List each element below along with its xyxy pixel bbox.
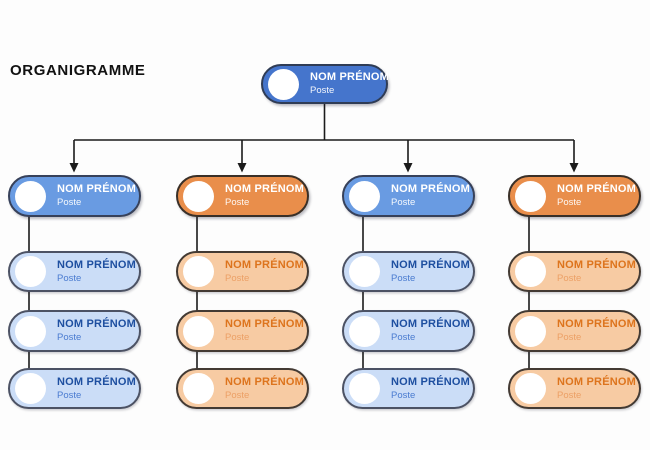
org-node-c4-sub3[interactable]: NOM PRÉNOM Poste: [508, 368, 641, 409]
avatar: [515, 373, 546, 404]
node-name: NOM PRÉNOM: [57, 375, 136, 388]
org-node-c1-sub1[interactable]: NOM PRÉNOM Poste: [8, 251, 141, 292]
avatar: [349, 180, 380, 212]
avatar: [183, 180, 214, 212]
avatar: [515, 315, 546, 347]
org-node-c1-sub2[interactable]: NOM PRÉNOM Poste: [8, 310, 141, 352]
node-name: NOM PRÉNOM: [310, 71, 389, 84]
avatar: [15, 315, 46, 347]
node-role: Poste: [391, 272, 416, 284]
arrowhead-down-icon: [237, 163, 247, 173]
org-node-root[interactable]: NOM PRÉNOM Poste: [261, 64, 389, 104]
node-role: Poste: [57, 332, 82, 344]
org-node-c2-sub3[interactable]: NOM PRÉNOM Poste: [176, 368, 309, 409]
avatar: [183, 256, 214, 287]
node-role: Poste: [310, 85, 335, 97]
node-role: Poste: [225, 272, 250, 284]
org-node-c4-sub1[interactable]: NOM PRÉNOM Poste: [508, 251, 641, 292]
avatar: [15, 180, 46, 212]
node-name: NOM PRÉNOM: [557, 318, 636, 331]
node-role: Poste: [557, 272, 582, 284]
avatar: [268, 68, 299, 100]
org-node-c2-sub2[interactable]: NOM PRÉNOM Poste: [176, 310, 309, 352]
node-role: Poste: [57, 272, 82, 284]
org-node-c2-header[interactable]: NOM PRÉNOM Poste: [176, 175, 309, 217]
node-role: Poste: [391, 332, 416, 344]
node-name: NOM PRÉNOM: [391, 318, 470, 331]
page-title: ORGANIGRAMME: [10, 62, 146, 79]
arrowhead-down-icon: [69, 163, 79, 173]
avatar: [515, 256, 546, 287]
avatar: [349, 373, 380, 404]
arrowhead-down-icon: [403, 163, 413, 173]
avatar: [15, 256, 46, 287]
org-node-c3-sub2[interactable]: NOM PRÉNOM Poste: [342, 310, 475, 352]
node-name: NOM PRÉNOM: [57, 258, 136, 271]
node-name: NOM PRÉNOM: [557, 183, 636, 196]
node-name: NOM PRÉNOM: [391, 183, 470, 196]
node-role: Poste: [225, 389, 250, 401]
avatar: [183, 315, 214, 347]
org-node-c4-sub2[interactable]: NOM PRÉNOM Poste: [508, 310, 641, 352]
node-name: NOM PRÉNOM: [557, 258, 636, 271]
node-role: Poste: [557, 332, 582, 344]
org-node-c3-sub1[interactable]: NOM PRÉNOM Poste: [342, 251, 475, 292]
node-name: NOM PRÉNOM: [225, 318, 304, 331]
node-role: Poste: [225, 332, 250, 344]
avatar: [515, 180, 546, 212]
node-role: Poste: [225, 197, 250, 209]
node-name: NOM PRÉNOM: [225, 258, 304, 271]
org-node-c3-header[interactable]: NOM PRÉNOM Poste: [342, 175, 475, 217]
node-role: Poste: [557, 389, 582, 401]
node-name: NOM PRÉNOM: [57, 183, 136, 196]
node-role: Poste: [57, 197, 82, 209]
avatar: [349, 315, 380, 347]
org-node-c1-header[interactable]: NOM PRÉNOM Poste: [8, 175, 141, 217]
org-node-c4-header[interactable]: NOM PRÉNOM Poste: [508, 175, 641, 217]
node-role: Poste: [557, 197, 582, 209]
node-name: NOM PRÉNOM: [225, 183, 304, 196]
org-node-c1-sub3[interactable]: NOM PRÉNOM Poste: [8, 368, 141, 409]
avatar: [15, 373, 46, 404]
org-node-c2-sub1[interactable]: NOM PRÉNOM Poste: [176, 251, 309, 292]
node-name: NOM PRÉNOM: [391, 258, 470, 271]
node-name: NOM PRÉNOM: [57, 318, 136, 331]
node-role: Poste: [391, 389, 416, 401]
avatar: [183, 373, 214, 404]
node-name: NOM PRÉNOM: [225, 375, 304, 388]
node-name: NOM PRÉNOM: [557, 375, 636, 388]
org-node-c3-sub3[interactable]: NOM PRÉNOM Poste: [342, 368, 475, 409]
arrowhead-down-icon: [569, 163, 579, 173]
node-role: Poste: [391, 197, 416, 209]
avatar: [349, 256, 380, 287]
node-name: NOM PRÉNOM: [391, 375, 470, 388]
node-role: Poste: [57, 389, 82, 401]
